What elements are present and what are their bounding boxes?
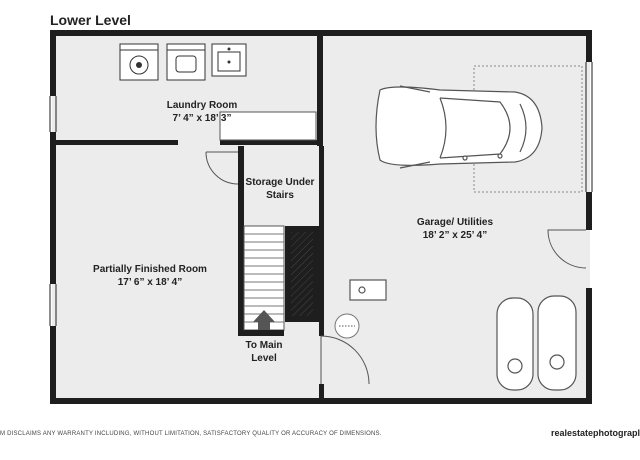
garage-name: Garage/ Utilities [416,217,494,228]
laundry-room-label: Laundry Room 7’ 4” x 18’ 3” [142,99,262,125]
stairs-label-line1: To Main [245,340,283,351]
window-marks [49,62,593,326]
laundry-counter [219,111,317,141]
storage-name-line1: Storage Under [245,177,315,188]
plan-title: Lower Level [50,12,131,28]
finished-room-name: Partially Finished Room [93,264,207,275]
laundry-room-name: Laundry Room [166,100,238,111]
storage-label: Storage Under Stairs [235,176,325,202]
utility-tanks [349,279,577,391]
floor-drain-icon [334,313,360,339]
stairs-label-line2: Level [251,353,277,364]
garage-dims: 18’ 2” x 25’ 4” [422,230,488,241]
interior-walls [56,36,324,400]
car-icon [375,85,543,169]
outer-walls [50,30,592,404]
laundry-room-dims: 7’ 4” x 18’ 3” [172,113,232,124]
hatched-wall [285,226,319,322]
stairs-label: To Main Level [234,339,294,365]
sink-icon [211,43,247,77]
washer-icon [119,43,159,81]
dryer-icon [166,43,206,81]
door-swings [205,151,587,385]
photographer-credit: realestatephotograpl [550,428,640,438]
finished-room-dims: 17’ 6” x 18’ 4” [117,277,183,288]
storage-name-line2: Stairs [266,190,294,201]
garage-label: Garage/ Utilities 18’ 2” x 25’ 4” [385,216,525,242]
stairs-up-arrow-icon [253,310,275,330]
finished-room-label: Partially Finished Room 17’ 6” x 18’ 4” [80,263,220,289]
disclaimer-text: M DISCLAIMS ANY WARRANTY INCLUDING, WITH… [0,431,382,437]
